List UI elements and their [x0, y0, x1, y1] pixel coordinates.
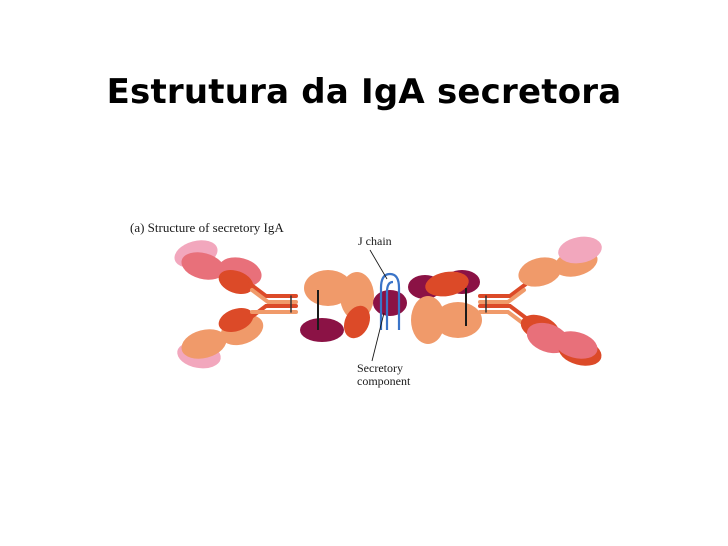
- right-fc: [411, 271, 482, 344]
- domain: [558, 236, 602, 264]
- j-chain: [379, 272, 401, 330]
- right-iga-monomer: [411, 236, 602, 366]
- domain: [304, 270, 352, 306]
- j-chain-label: J chain: [358, 234, 392, 248]
- secretory-label-line1: Secretory: [357, 361, 403, 375]
- left-fc: [300, 270, 374, 342]
- domain: [434, 302, 482, 338]
- hinge-chain: [250, 288, 298, 304]
- secretory-leader: [371, 312, 385, 362]
- domain: [411, 296, 445, 344]
- j-chain-leader: [369, 249, 388, 280]
- slide-title: Estrutura da IgA secretora: [106, 72, 622, 112]
- domain: [518, 257, 562, 287]
- domain: [181, 252, 225, 280]
- left-upper-fab: [174, 240, 262, 295]
- domain: [218, 307, 254, 333]
- domain: [343, 305, 371, 339]
- domain: [425, 271, 469, 297]
- figure-caption: (a) Structure of secretory IgA: [130, 220, 284, 235]
- left-lower-fab: [177, 307, 264, 369]
- right-lower-fab: [520, 314, 602, 366]
- hinge-chain: [478, 310, 526, 326]
- j-chain-loop: [379, 272, 401, 330]
- secretory-domain: [373, 290, 407, 316]
- right-upper-fab: [518, 236, 602, 287]
- domain: [300, 318, 344, 342]
- hinge-chain: [248, 282, 298, 298]
- domain: [554, 331, 598, 359]
- domain: [218, 269, 254, 295]
- secretory-label-line2: component: [357, 374, 411, 388]
- hinge-chain: [478, 304, 528, 320]
- left-iga-monomer: [174, 240, 374, 369]
- domain: [181, 329, 227, 359]
- right-hinge: [478, 282, 528, 326]
- left-hinge: [248, 282, 298, 320]
- hinge-chain: [478, 282, 528, 298]
- hinge-chain: [478, 288, 526, 304]
- j-chain-loop: [385, 280, 394, 330]
